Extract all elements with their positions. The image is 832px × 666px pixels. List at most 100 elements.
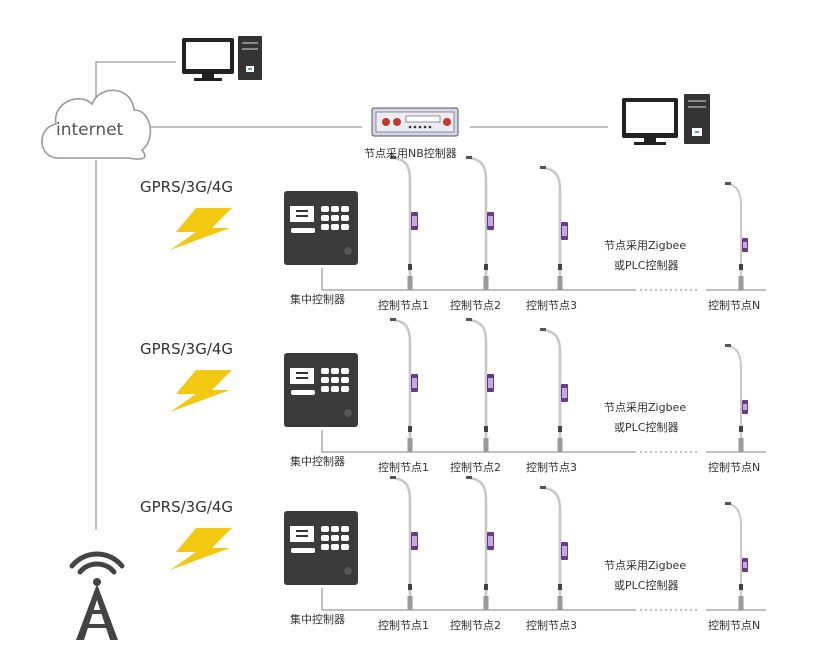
keypad-key — [331, 215, 339, 221]
pole-arm — [469, 476, 488, 610]
screen-line — [296, 530, 308, 532]
keypad-key — [321, 215, 329, 221]
keypad-key — [341, 535, 349, 541]
concentrator-port — [344, 247, 352, 255]
nb-controller-label: 节点采用NB控制器 — [364, 147, 457, 160]
control-node-label-2: 控制节点2 — [450, 619, 501, 632]
concentrator-label: 集中控制器 — [290, 293, 345, 306]
control-node-label-4: 控制节点N — [708, 619, 761, 632]
concentrator-screen — [290, 526, 314, 542]
note-line2: 或PLC控制器 — [614, 421, 679, 434]
pole-base — [738, 276, 744, 290]
gprs-label: GPRS/3G/4G — [140, 498, 234, 516]
pole-arm — [543, 486, 562, 610]
node-controller-box — [408, 426, 412, 432]
keypad-key — [321, 377, 329, 383]
keypad-key — [331, 386, 339, 392]
pole-arm — [728, 183, 742, 290]
node-controller-box — [739, 426, 743, 432]
lamp-head — [540, 166, 546, 169]
bus-line — [321, 588, 636, 611]
lamp-head — [466, 318, 472, 321]
keypad-key — [331, 206, 339, 212]
keypad-key — [331, 224, 339, 230]
keypad-key — [341, 544, 349, 550]
pole-arm — [393, 156, 412, 290]
keypad-key — [331, 544, 339, 550]
concentrator-screen — [290, 368, 314, 384]
keypad-key — [321, 368, 329, 374]
banner-inner — [412, 216, 417, 226]
node-controller-note: 节点采用Zigbee 或PLC控制器 — [604, 236, 686, 276]
banner-inner — [488, 378, 493, 388]
concentrator-label: 集中控制器 — [290, 613, 345, 626]
nb-controller-icon — [371, 107, 459, 137]
pole-base — [407, 438, 413, 452]
node-controller-box — [484, 426, 488, 432]
concentrator-port — [344, 567, 352, 575]
node-controller-note: 节点采用Zigbee 或PLC控制器 — [604, 556, 686, 596]
concentrator-label: 集中控制器 — [290, 455, 345, 468]
banner-inner — [488, 536, 493, 546]
pole-base — [738, 438, 744, 452]
node-controller-note: 节点采用Zigbee 或PLC控制器 — [604, 398, 686, 438]
node-controller-box — [739, 584, 743, 590]
lamp-head — [540, 328, 546, 331]
gprs-label: GPRS/3G/4G — [140, 178, 234, 196]
screen-line — [296, 210, 308, 212]
pole-base — [738, 596, 744, 610]
note-line1: 节点采用Zigbee — [604, 401, 687, 414]
keypad-key — [321, 206, 329, 212]
pole-arm — [469, 318, 488, 452]
note-line1: 节点采用Zigbee — [604, 239, 687, 252]
lightning-icon — [170, 370, 232, 412]
lamp-head — [725, 182, 731, 185]
pole-base — [407, 276, 413, 290]
keypad-key — [341, 526, 349, 532]
keypad-key — [341, 224, 349, 230]
pole-base — [483, 438, 489, 452]
pole-arm — [728, 503, 742, 610]
connection-lines — [95, 61, 608, 530]
internet-label: internet — [56, 120, 124, 140]
keypad-key — [321, 544, 329, 550]
banner-inner — [488, 216, 493, 226]
keypad-key — [331, 377, 339, 383]
bus-line — [321, 268, 636, 291]
gprs-label: GPRS/3G/4G — [140, 340, 234, 358]
cell-tower-icon — [69, 551, 125, 640]
node-controller-box — [739, 264, 743, 270]
lightning-icon — [170, 208, 232, 250]
banner-inner — [562, 546, 567, 556]
control-node-label-3: 控制节点3 — [526, 299, 577, 312]
pole-arm — [393, 318, 412, 452]
control-node-label-2: 控制节点2 — [450, 299, 501, 312]
control-node-label-1: 控制节点1 — [378, 619, 429, 632]
pole-base — [557, 438, 563, 452]
lamp-head — [390, 318, 396, 321]
banner-inner — [562, 226, 567, 236]
cloud-icon — [41, 89, 152, 160]
note-line1: 节点采用Zigbee — [604, 559, 687, 572]
pole-arm — [543, 328, 562, 452]
concentrator-slot — [291, 228, 315, 233]
node-controller-box — [558, 584, 562, 590]
keypad-key — [331, 526, 339, 532]
note-line2: 或PLC控制器 — [614, 259, 679, 272]
lamp-head — [466, 156, 472, 159]
screen-line — [296, 377, 308, 379]
desktop-computer-icon — [182, 36, 262, 81]
network-group-2 — [170, 318, 766, 453]
keypad-key — [331, 368, 339, 374]
bus-line — [321, 430, 636, 453]
node-controller-box — [558, 426, 562, 432]
pole-base — [557, 596, 563, 610]
pole-base — [407, 596, 413, 610]
keypad-key — [331, 535, 339, 541]
control-node-label-3: 控制节点3 — [526, 461, 577, 474]
screen-line — [296, 535, 308, 537]
note-line2: 或PLC控制器 — [614, 579, 679, 592]
concentrator-port — [344, 409, 352, 417]
pole-base — [483, 596, 489, 610]
